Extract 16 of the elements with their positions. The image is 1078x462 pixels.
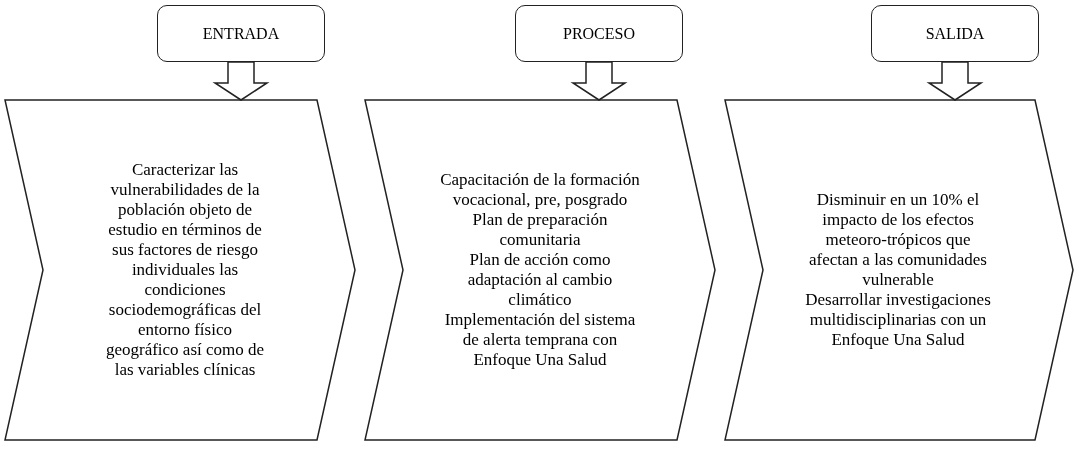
- item-text: Capacitación de la formación vocacional, pre, posgrado: [439, 170, 641, 210]
- chevron-shape: [365, 100, 715, 440]
- item-text: Implementación del sistema de alerta temprana con Enfoque Una Salud: [443, 310, 637, 370]
- block-arrow: [212, 61, 270, 101]
- header-box: ENTRADA: [157, 5, 325, 62]
- chevron-shape: [5, 100, 355, 440]
- item-text: Plan de preparación comunitaria: [471, 210, 609, 250]
- item-text: Plan de acción como adaptación al cambio climático: [466, 250, 614, 310]
- chevron-shape: [725, 100, 1073, 440]
- header-box: PROCESO: [515, 5, 683, 62]
- header-box: SALIDA: [871, 5, 1039, 62]
- item-text: Caracterizar las vulnerabilidades de la población objeto de estudio en términos de sus factores de riesgo individuales las condiciones sociodemográficas del entorno físico geográfico así como de las variables clínicas: [104, 160, 266, 380]
- item-text: Disminuir en un 10% el impacto de los efectos meteoro-trópicos que afectan a las comunidades vulnerable: [808, 190, 988, 290]
- block-arrow: [570, 61, 628, 101]
- block-arrow: [926, 61, 984, 101]
- item-text: Desarrollar investigaciones multidisciplinarias con un Enfoque Una Salud: [804, 290, 992, 350]
